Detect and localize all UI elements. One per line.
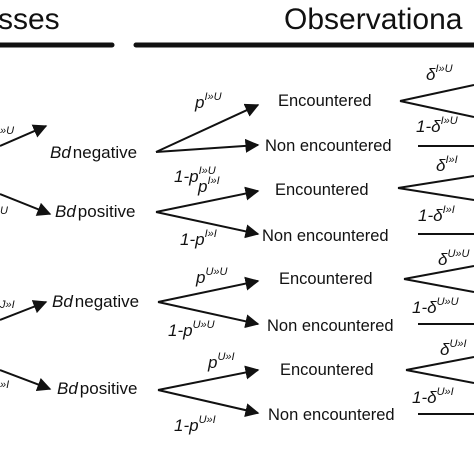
right-upper-edge-4b xyxy=(405,369,474,384)
right-upper-edge-3b xyxy=(403,278,474,293)
right-upper-edge-2b xyxy=(397,187,474,201)
lower-arrow-4 xyxy=(157,389,260,417)
lower-arrow-3 xyxy=(157,301,260,329)
right-upper-edge-2a xyxy=(397,175,474,189)
right-lower-prob-1: 1-δI»U xyxy=(416,115,458,136)
left-edge-label-1: »U xyxy=(0,125,14,137)
outcome-non-encountered-1: Non encountered xyxy=(265,137,392,155)
lower-prob-1: 1-pI»U xyxy=(174,165,216,186)
right-lower-prob-2: 1-δI»I xyxy=(418,204,455,225)
upper-arrow-2 xyxy=(155,186,260,213)
incoming-arrow-4 xyxy=(0,369,52,392)
upper-arrow-4 xyxy=(157,365,260,391)
right-lower-prob-4: 1-δU»I xyxy=(412,386,454,407)
right-upper-edge-4a xyxy=(405,356,474,371)
right-upper-prob-2: δI»I xyxy=(436,154,458,175)
outcome-non-encountered-2: Non encountered xyxy=(262,227,389,245)
upper-prob-1: pI»U xyxy=(194,91,222,112)
header-processes: sses xyxy=(0,3,60,36)
right-upper-edge-1a xyxy=(399,84,474,102)
outcome-non-encountered-3: Non encountered xyxy=(267,317,394,335)
upper-arrow-3 xyxy=(157,276,260,303)
lower-arrow-2 xyxy=(155,211,260,239)
left-edge-label-2: U xyxy=(0,205,8,217)
outcome-encountered-1: Encountered xyxy=(278,92,372,110)
incoming-arrow-2 xyxy=(0,193,52,216)
outcome-non-encountered-4: Non encountered xyxy=(268,406,395,424)
outcome-encountered-2: Encountered xyxy=(275,181,369,199)
right-lower-prob-3: 1-δU»U xyxy=(412,296,459,317)
lower-arrow-1 xyxy=(155,138,260,153)
lower-prob-4: 1-pU»I xyxy=(174,414,216,435)
upper-prob-4: pU»I xyxy=(207,351,235,372)
lower-prob-2: 1-pI»I xyxy=(180,228,217,249)
header-observational: Observationa xyxy=(284,3,463,36)
outcome-encountered-4: Encountered xyxy=(280,361,374,379)
right-upper-prob-1: δI»U xyxy=(426,63,453,84)
incoming-arrow-1 xyxy=(0,124,48,147)
right-upper-prob-3: δU»U xyxy=(438,248,470,269)
upper-prob-3: pU»U xyxy=(195,266,228,287)
right-upper-edge-1b xyxy=(399,100,474,118)
right-upper-prob-4: δU»I xyxy=(440,338,467,359)
left-edge-label-4: »I xyxy=(0,379,9,391)
lower-prob-3: 1-pU»U xyxy=(168,319,215,340)
outcome-encountered-3: Encountered xyxy=(279,270,373,288)
upper-prob-2: pI»I xyxy=(197,175,220,196)
left-edge-label-3: J»I xyxy=(0,299,15,311)
right-upper-edge-3a xyxy=(403,265,474,280)
incoming-arrow-3 xyxy=(0,300,48,321)
upper-arrow-1 xyxy=(155,103,260,153)
